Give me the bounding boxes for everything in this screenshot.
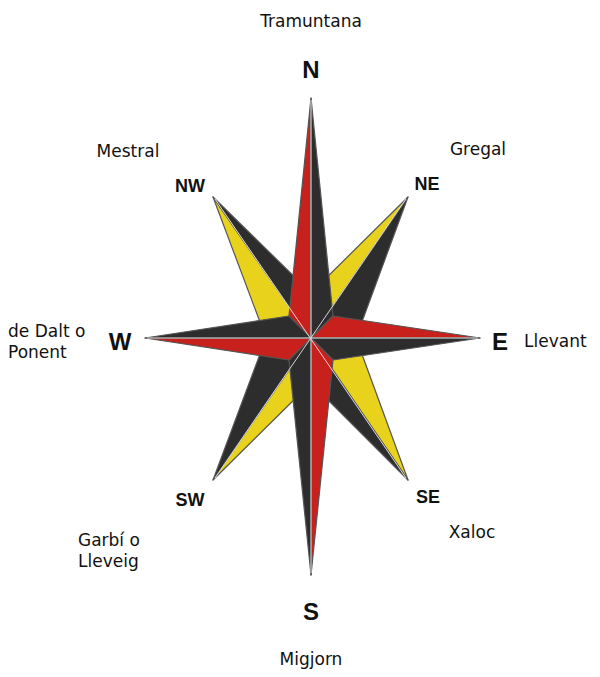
wind-name: Garbí o Lleveig (78, 530, 158, 573)
direction-letter: NW (175, 175, 205, 198)
wind-name: de Dalt o Ponent (8, 321, 100, 364)
wind-name: Gregal (450, 139, 506, 160)
wind-name: Migjorn (280, 649, 343, 670)
direction-letter: W (109, 327, 132, 357)
direction-letter: S (303, 597, 319, 627)
wind-name: Tramuntana (260, 11, 362, 32)
wind-name: Llevant (524, 331, 587, 352)
direction-letter: NE (414, 173, 439, 196)
direction-letter: N (302, 55, 319, 85)
direction-letter: E (492, 327, 508, 357)
wind-name: Mestral (97, 141, 160, 162)
wind-name: Xaloc (449, 522, 496, 543)
direction-letter: SE (416, 486, 440, 509)
direction-letter: SW (176, 489, 205, 512)
